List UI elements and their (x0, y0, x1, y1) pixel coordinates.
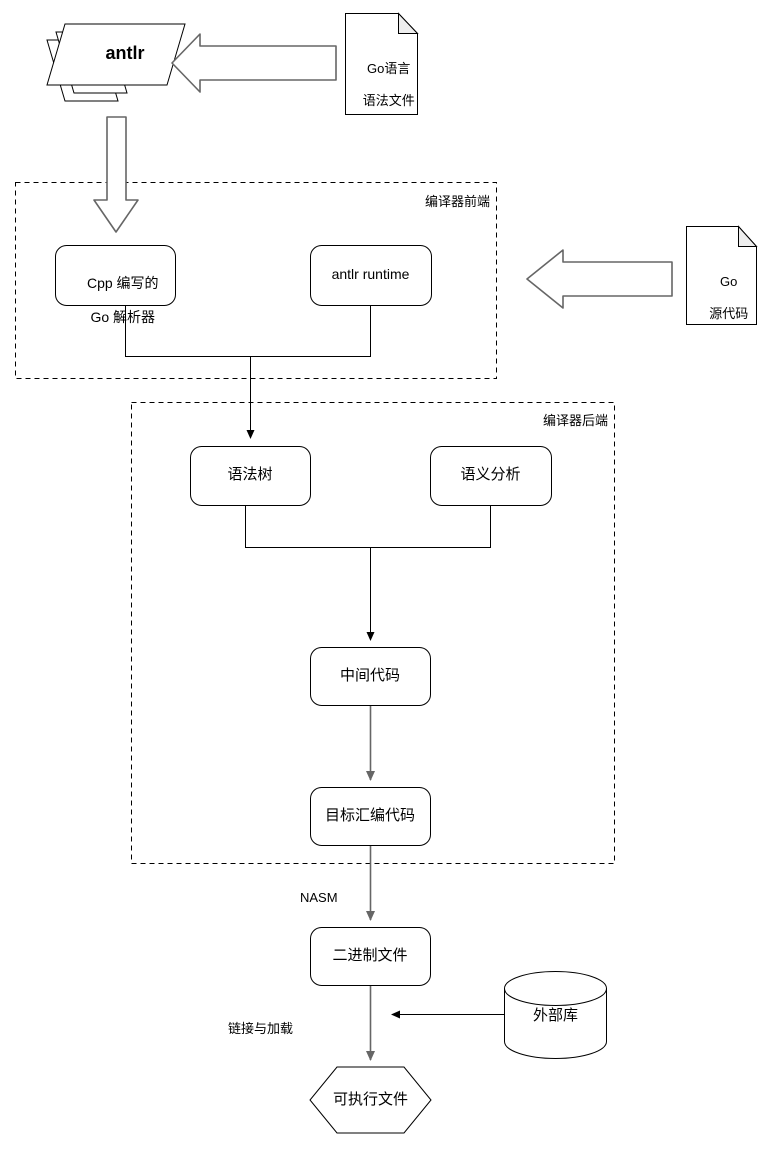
node-external-library-shape (504, 971, 607, 1059)
arrow-grammar-to-antlr (171, 33, 337, 93)
arrow-go-source-to-frontend (526, 249, 673, 309)
node-executable-shape (309, 1066, 432, 1134)
node-intermediate-code-shape (310, 647, 431, 706)
node-target-assembly-shape (310, 787, 431, 846)
edge-backend-merge-to-intermediate (245, 506, 491, 641)
node-cpp-parser-shape (55, 245, 176, 306)
node-go-grammar-file-shape (345, 12, 419, 115)
node-antlr-shape (46, 23, 186, 102)
group-frontend-box (15, 182, 497, 379)
node-binary-file-shape (310, 927, 431, 986)
node-semantic-analysis-shape (430, 446, 552, 506)
arrow-antlr-to-cpp-parser (93, 116, 139, 233)
edge-frontend-merge-to-backend (125, 306, 371, 439)
node-antlr-runtime-shape (310, 245, 432, 306)
node-go-source-shape (686, 225, 758, 325)
group-backend-box (131, 402, 615, 864)
node-syntax-tree-shape (190, 446, 311, 506)
